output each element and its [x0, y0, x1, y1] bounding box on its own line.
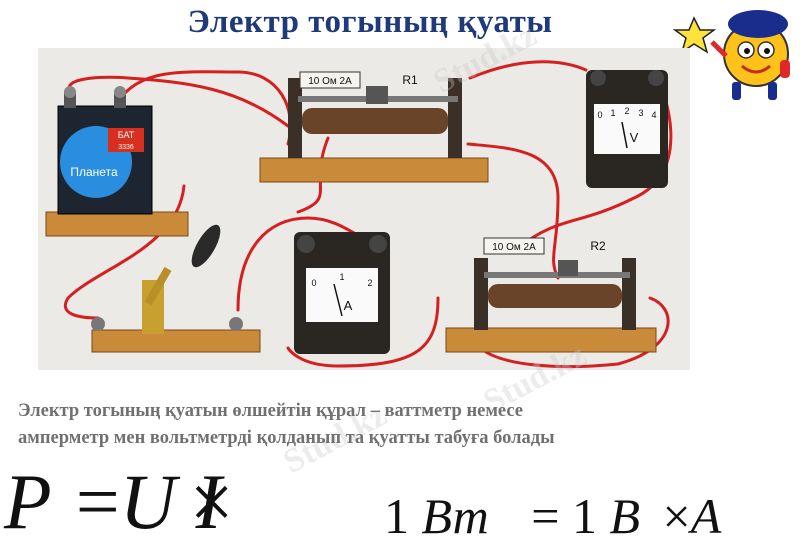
- voltmeter-tick: 4: [651, 110, 656, 120]
- voltmeter-tick: 3: [638, 108, 643, 118]
- rheostat-r2-name: R2: [590, 239, 606, 253]
- formula-unit-v: В: [609, 488, 641, 544]
- rheostat-r2: 10 Ом 2А R2: [445, 237, 657, 353]
- voltmeter-unit: V: [630, 130, 639, 145]
- formula-p: P: [4, 458, 51, 545]
- formula-one-a: 1: [384, 488, 409, 544]
- voltmeter-tick: 2: [624, 106, 629, 116]
- ammeter-tick: 0: [311, 278, 316, 288]
- wires: [64, 60, 673, 369]
- battery-brand: Планета: [70, 165, 118, 179]
- page-title: Электр тогының қуаты: [187, 4, 553, 40]
- formula-unit-a: А: [690, 488, 722, 544]
- formula-one-b: 1: [571, 488, 597, 544]
- rheostat-r1-name: R1: [402, 73, 418, 87]
- description-line-1: Электр тогының қуатын өлшейтін құрал – в…: [18, 401, 524, 421]
- rheostat-r1-rating: 10 Ом 2А: [308, 76, 352, 87]
- formula-power: P =U × I: [4, 462, 234, 542]
- voltmeter-tick: 1: [610, 108, 615, 118]
- battery-label-num: 3336: [118, 144, 134, 151]
- formula-eq-2: =: [531, 488, 560, 544]
- voltmeter: 0 1 2 3 4 V: [586, 70, 668, 188]
- knife-switch: [91, 224, 261, 353]
- ammeter-tick: 1: [339, 272, 344, 282]
- description-line-2: амперметр мен вольтметрді қолданып та қу…: [18, 428, 555, 448]
- formula-unit-w: Вт: [421, 488, 489, 544]
- ammeter: 0 1 2 A: [294, 232, 390, 354]
- circuit-diagram: БАТ 3336 Планета 10 Ом 2А R1 0 1 2: [38, 48, 690, 370]
- formula-i: I: [195, 458, 222, 545]
- formula-times-2: ×: [662, 488, 691, 544]
- voltmeter-scale: 0 1 2 3 4: [597, 106, 656, 120]
- ammeter-unit: A: [344, 298, 353, 313]
- description: Электр тогының қуатын өлшейтін құрал – в…: [18, 398, 738, 452]
- formula-u: U: [119, 458, 177, 545]
- formula-units: 1 Вт = 1 В ×А: [384, 490, 721, 542]
- ammeter-tick: 2: [367, 278, 372, 288]
- circuit-svg: БАТ 3336 Планета 10 Ом 2А R1 0 1 2: [45, 60, 673, 369]
- battery: БАТ 3336 Планета: [45, 86, 189, 237]
- formula-eq: =: [75, 458, 120, 545]
- battery-label-top: БАТ: [118, 130, 135, 140]
- voltmeter-tick: 0: [597, 110, 602, 120]
- rheostat-r2-rating: 10 Ом 2А: [492, 242, 536, 253]
- formula-times: ×: [189, 458, 234, 545]
- rheostat-r1: 10 Ом 2А R1: [259, 71, 489, 183]
- mascot-icon: [672, 10, 790, 100]
